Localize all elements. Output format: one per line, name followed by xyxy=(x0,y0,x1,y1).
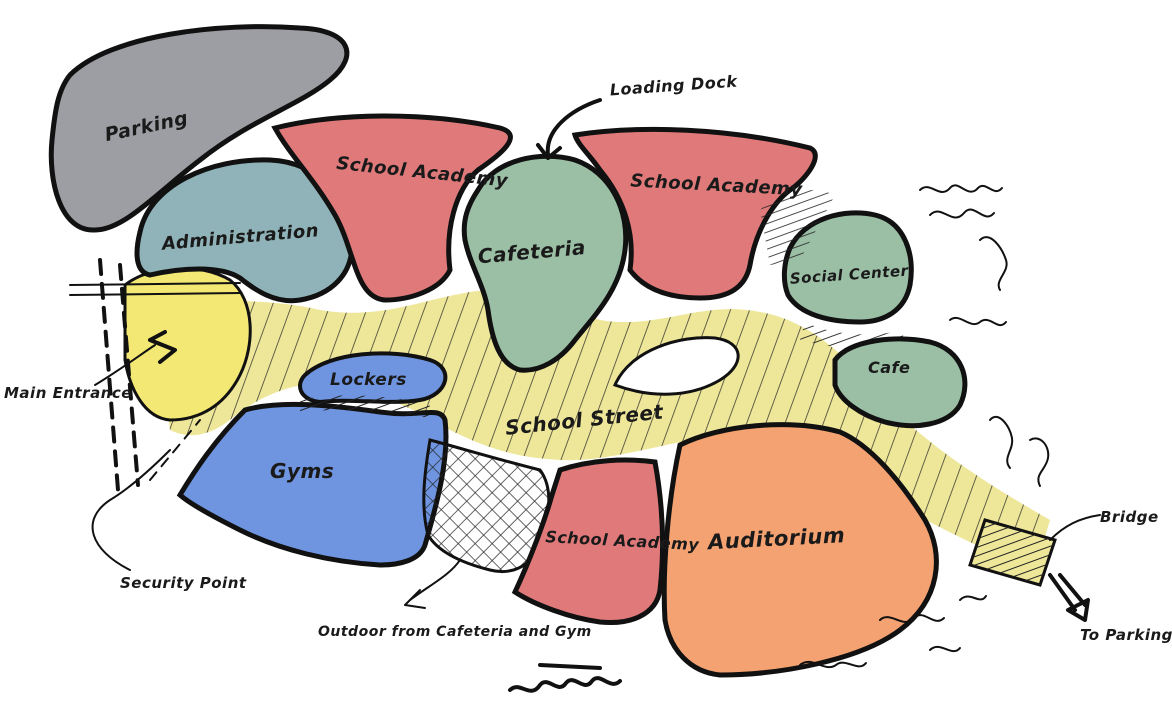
security-point-label: Security Point xyxy=(120,574,247,592)
bridge-label: Bridge xyxy=(1100,508,1159,526)
to-parking-label: To Parking xyxy=(1080,626,1172,644)
gyms-label: Gyms xyxy=(270,459,334,483)
outdoor-label: Outdoor from Cafeteria and Gym xyxy=(318,624,592,640)
to-parking-arrow-icon xyxy=(1050,575,1088,620)
main-entrance-label: Main Entrance xyxy=(4,384,132,402)
bridge-leader xyxy=(1050,515,1100,540)
cafe-label: Cafe xyxy=(868,358,910,377)
lockers-label: Lockers xyxy=(330,370,407,390)
security-point-leader xyxy=(93,450,170,570)
loading-dock-label: Loading Dock xyxy=(609,72,739,100)
signature-scribble xyxy=(510,665,620,691)
outdoor-leader xyxy=(405,560,460,608)
